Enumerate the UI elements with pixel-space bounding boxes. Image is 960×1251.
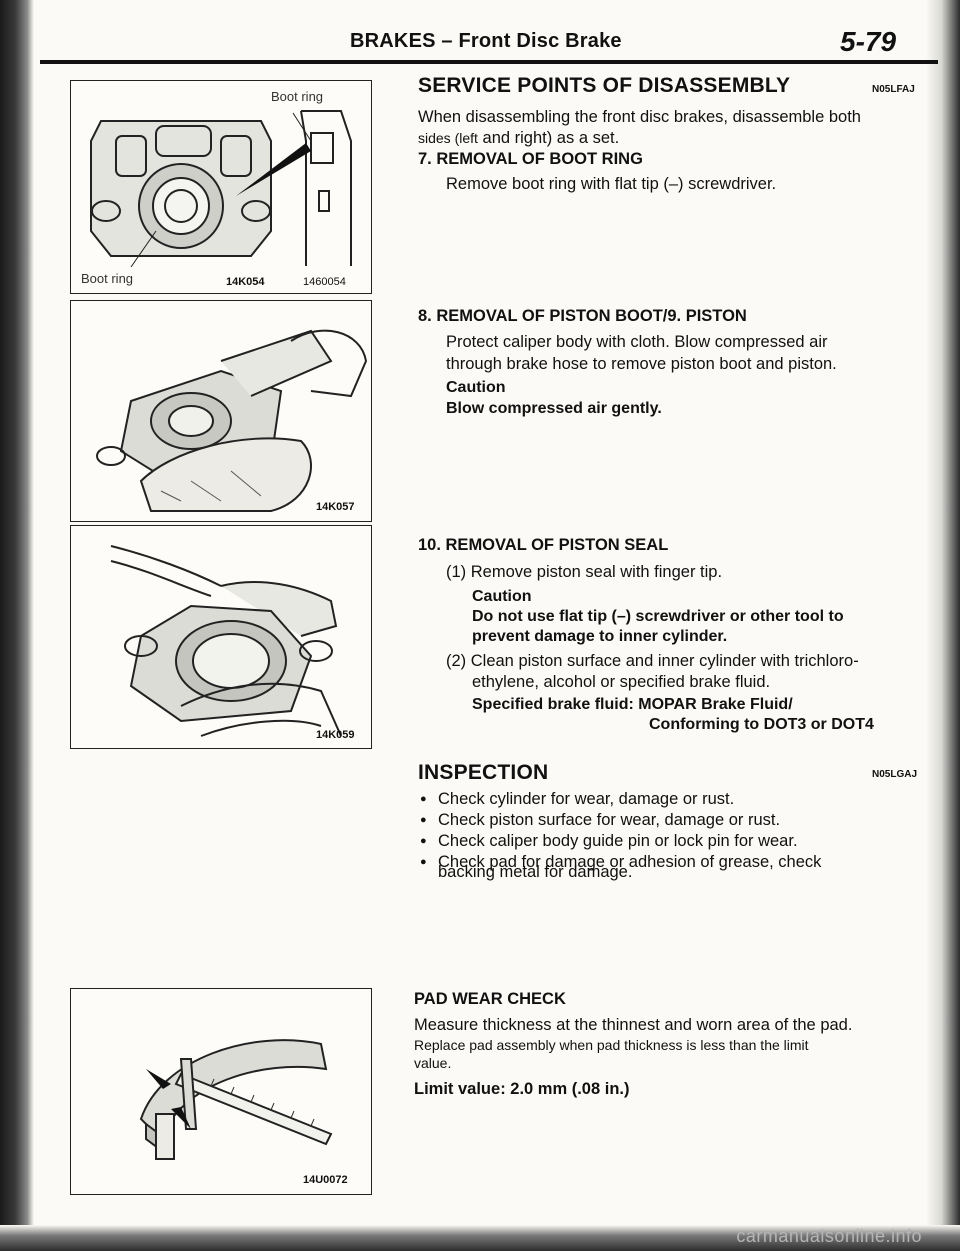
step8-text1: Protect caliper body with cloth. Blow co… [446,333,828,351]
step7-text: Remove boot ring with flat tip (–) screw… [446,175,777,193]
figure-code: 14U0072 [303,1174,348,1186]
watermark: carmanualsonline.info [736,1226,922,1246]
piston-seal-illustration [110,545,342,737]
figure-code-alt: 1460054 [303,276,346,288]
pad-wear-text2-line1: Replace pad assembly when pad thickness … [414,1037,809,1053]
step10-item2-line2: ethylene, alcohol or specified brake flu… [472,673,771,691]
scan-shadow-left [0,0,34,1251]
section-title-disassembly: SERVICE POINTS OF DISASSEMBLY [418,74,791,97]
label-boot-ring-top: Boot ring [271,89,324,104]
figure-pad-wear: 14U0072 [70,988,372,1195]
step10-caution-label: Caution [472,588,532,605]
pad-wear-text2-line2: value. [414,1055,452,1071]
section-title-inspection: INSPECTION [418,761,549,784]
header-rule [40,60,938,64]
list-item: Check caliper body guide pin or lock pin… [420,831,900,852]
pad-wear-illustration [139,1039,333,1160]
pad-wear-limit: Limit value: 2.0 mm (.08 in.) [414,1080,630,1098]
list-item: Check cylinder for wear, damage or rust. [420,789,900,810]
intro-rest-text: and right) as a set. [482,129,620,147]
section-title-pad-wear: PAD WEAR CHECK [414,990,566,1008]
disassembly-intro-line1: When disassembling the front disc brakes… [418,108,861,126]
section-code-disassembly: N05LFAJ [872,84,915,95]
scan-shadow-bottom [0,1225,960,1251]
list-item: Check pad for damage or adhesion of grea… [420,852,900,873]
step8-caution-label: Caution [446,379,506,396]
caliper-boot-ring-illustration [90,110,352,268]
page-header-title: BRAKES – Front Disc Brake [350,30,622,52]
pad-wear-text1: Measure thickness at the thinnest and wo… [414,1016,853,1034]
figure-piston-removal: 14K057 [70,300,372,522]
figure-boot-ring: Boot ring Boot ring 14K054 1460054 [70,80,372,294]
step8-text2: through brake hose to remove piston boot… [446,355,837,373]
figure-code: 14K059 [316,729,355,741]
page-number: 5-79 [840,26,897,57]
scan-shadow-right [926,0,960,1251]
fluid-spec-line1: Specified brake fluid: MOPAR Brake Fluid… [472,696,793,713]
step7-title: 7. REMOVAL OF BOOT RING [418,150,643,168]
fluid-spec-line2: Conforming to DOT3 or DOT4 [649,716,874,733]
section-code-inspection: N05LGAJ [872,769,918,780]
disassembly-intro-line2: sides (left and right) as a set. [418,127,619,149]
step8-title: 8. REMOVAL OF PISTON BOOT/9. PISTON [418,307,747,325]
step10-caution-line2: prevent damage to inner cylinder. [472,628,728,645]
list-item: Check piston surface for wear, damage or… [420,810,900,831]
step8-caution-text: Blow compressed air gently. [446,400,662,417]
figure-code: 14K054 [226,276,265,288]
step10-caution-line1: Do not use flat tip (–) screwdriver or o… [472,608,844,625]
label-boot-ring-bottom: Boot ring [81,271,134,286]
step10-title: 10. REMOVAL OF PISTON SEAL [418,536,669,554]
step10-item2-line1: (2) Clean piston surface and inner cylin… [446,652,859,670]
piston-removal-illustration [96,329,368,512]
figure-code: 14K057 [316,501,355,513]
inspection-item4-continuation: backing metal for damage. [438,863,633,881]
figure-piston-seal: 14K059 [70,525,372,749]
inspection-list: Check cylinder for wear, damage or rust.… [420,789,900,873]
intro-small-text: sides (left [418,130,478,146]
step10-item1: (1) Remove piston seal with finger tip. [446,563,723,581]
